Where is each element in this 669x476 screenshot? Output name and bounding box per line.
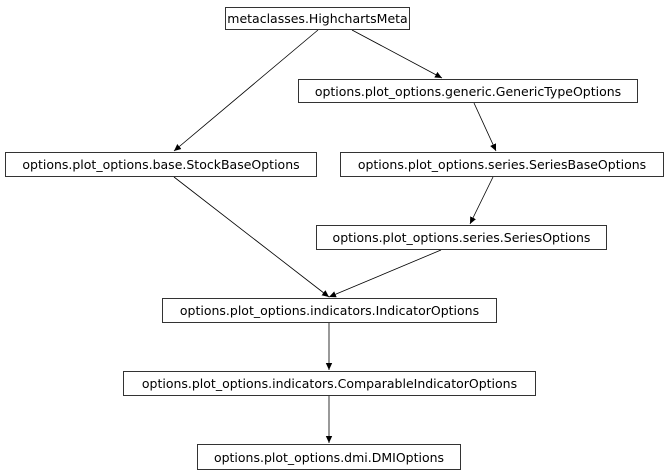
edge-stock-base-options-to-indicator-options — [173, 176, 330, 298]
node-label: options.plot_options.base.StockBaseOptio… — [22, 157, 300, 172]
node-label: options.plot_options.indicators.Comparab… — [141, 376, 518, 391]
node-generic-type-options[interactable]: options.plot_options.generic.GenericType… — [298, 79, 638, 103]
node-dmi-options[interactable]: options.plot_options.dmi.DMIOptions — [197, 444, 461, 470]
node-series-base-options[interactable]: options.plot_options.series.SeriesBaseOp… — [340, 152, 664, 177]
edge-generic-type-options-to-series-base-options — [473, 102, 497, 152]
node-comparable-indicator-options[interactable]: options.plot_options.indicators.Comparab… — [123, 371, 536, 396]
node-label: metaclasses.HighchartsMeta — [227, 11, 408, 26]
edge-series-options-to-indicator-options — [328, 249, 442, 298]
node-label: options.plot_options.series.SeriesBaseOp… — [357, 157, 647, 172]
node-label: options.plot_options.indicators.Indicato… — [179, 303, 480, 318]
node-label: options.plot_options.series.SeriesOption… — [332, 230, 591, 245]
node-indicator-options[interactable]: options.plot_options.indicators.Indicato… — [162, 298, 497, 323]
edge-series-base-options-to-series-options — [469, 176, 494, 225]
node-series-options[interactable]: options.plot_options.series.SeriesOption… — [316, 225, 607, 250]
node-stock-base-options[interactable]: options.plot_options.base.StockBaseOptio… — [5, 152, 317, 177]
edge-highcharts-meta-to-generic-type-options — [351, 29, 443, 79]
node-label: options.plot_options.dmi.DMIOptions — [213, 449, 445, 465]
edge-highcharts-meta-to-stock-base-options — [173, 29, 319, 152]
node-label: options.plot_options.generic.GenericType… — [314, 83, 622, 99]
node-highcharts-meta[interactable]: metaclasses.HighchartsMeta — [225, 7, 410, 30]
